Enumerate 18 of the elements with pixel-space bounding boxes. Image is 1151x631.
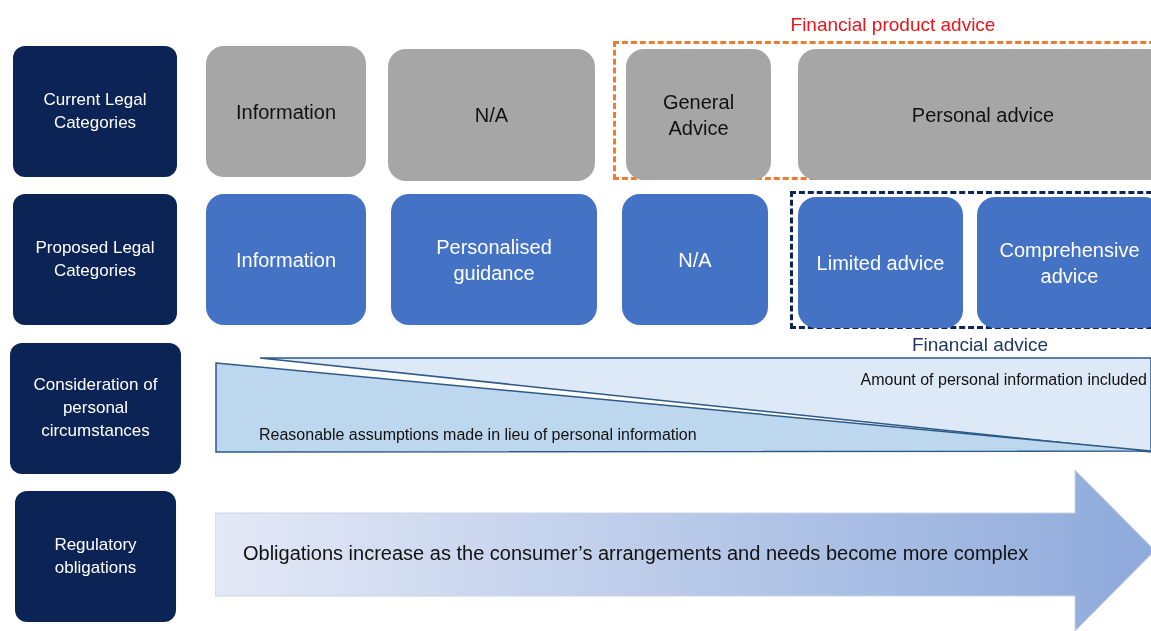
row-header-box: Regulatory obligations (15, 491, 176, 622)
category-box: Personalised guidance (391, 194, 597, 325)
category-box: General Advice (626, 49, 771, 180)
wedge-label: Amount of personal information included (860, 371, 1147, 389)
category-box: Information (206, 194, 366, 325)
category-box: N/A (622, 194, 768, 325)
category-box: Comprehensive advice (977, 197, 1151, 328)
category-box: Limited advice (798, 197, 963, 328)
row-header-box: Consideration of personal circumstances (10, 343, 181, 474)
row-header-box: Proposed Legal Categories (13, 194, 177, 325)
row-header-box: Current Legal Categories (13, 46, 177, 177)
arrow-label: Obligations increase as the consumer’s arrangements and needs become more complex (243, 542, 1029, 565)
group-heading: Financial advice (910, 334, 1050, 356)
category-box: Information (206, 46, 366, 177)
category-box: N/A (388, 49, 595, 181)
category-box: Personal advice (798, 49, 1151, 180)
wedge-label: Reasonable assumptions made in lieu of personal information (259, 426, 697, 444)
group-heading: Financial product advice (789, 14, 997, 36)
